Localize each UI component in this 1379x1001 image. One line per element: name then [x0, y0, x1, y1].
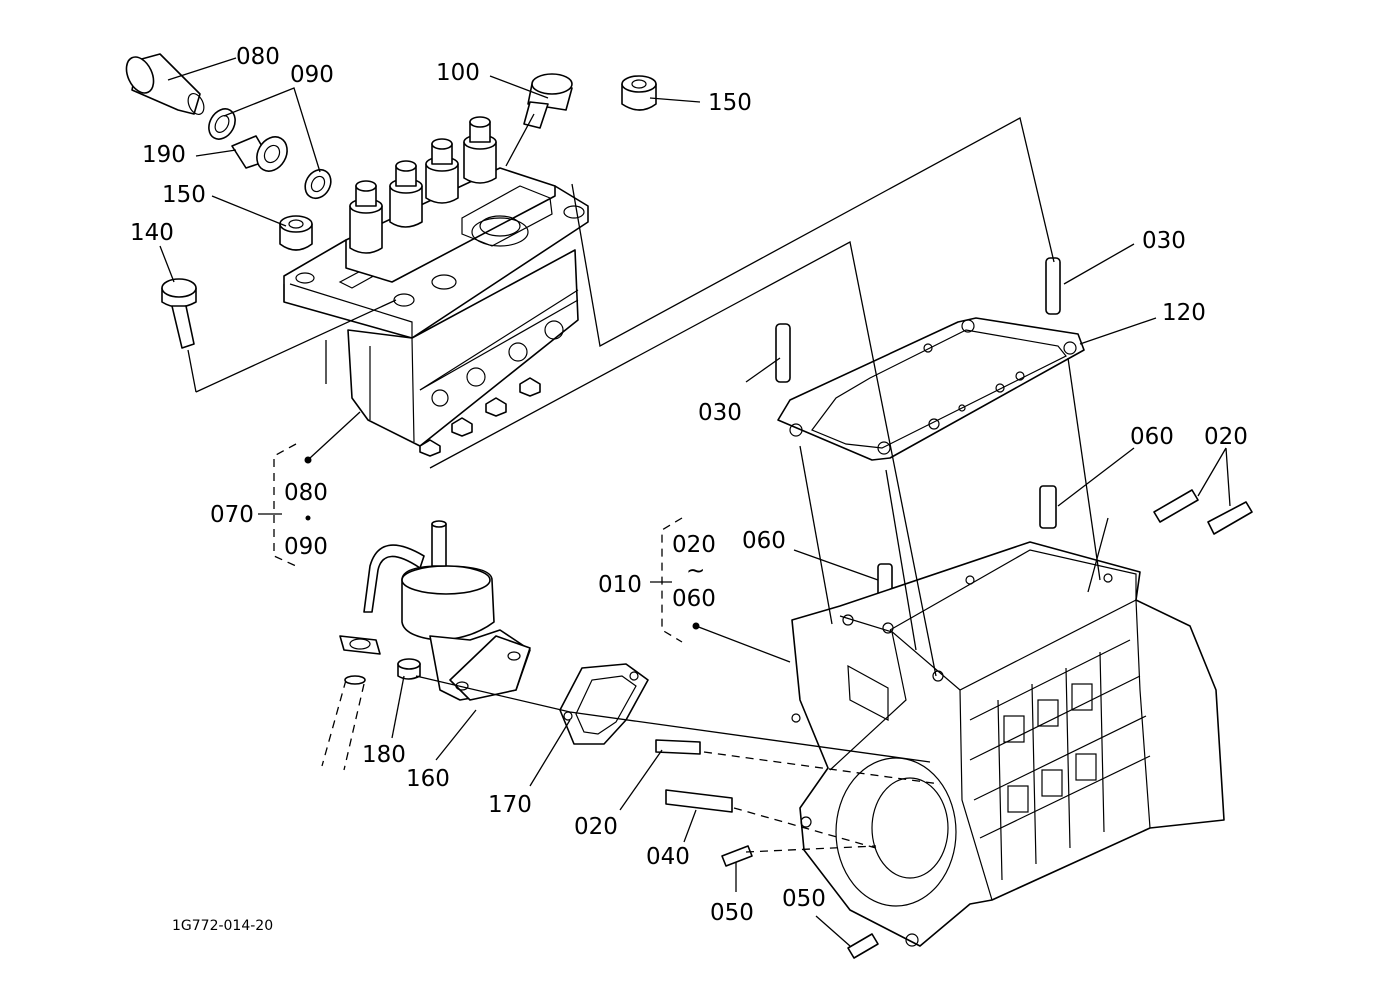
hose-clamp-part — [339, 635, 381, 655]
stud-part-040 — [665, 789, 733, 813]
callout-070-sub-080: 080 — [284, 480, 328, 506]
dowel-pin-part-050-a — [721, 845, 753, 867]
washer-part — [304, 168, 332, 200]
cap-nut-part-top — [621, 75, 657, 111]
stud-part-030-left — [775, 323, 791, 383]
callout-080-top: 080 — [236, 44, 280, 70]
cap-nut-part-left — [279, 215, 313, 251]
callout-100: 100 — [436, 60, 480, 86]
bleeder-screw-part — [523, 73, 573, 129]
callout-050-b: 050 — [782, 886, 826, 912]
feed-pump-bolt-part — [397, 658, 421, 680]
pump-gasket-part — [777, 317, 1085, 461]
callout-010-sub-060: 060 — [672, 586, 716, 612]
callout-010: 010 — [598, 572, 642, 598]
callout-010-sub-020: 020 — [672, 532, 716, 558]
gear-case-housing — [791, 541, 1225, 947]
callout-120: 120 — [1162, 300, 1206, 326]
callout-070-sub-090: 090 — [284, 534, 328, 560]
callout-150-left: 150 — [162, 182, 206, 208]
callout-010-sub-tilde: ~ — [686, 558, 705, 584]
callout-180: 180 — [362, 742, 406, 768]
banjo-bolt-part — [125, 53, 205, 115]
leader-lines — [159, 57, 1231, 947]
washer-part — [208, 108, 236, 140]
callout-160: 160 — [406, 766, 450, 792]
callout-090-top: 090 — [290, 62, 334, 88]
callout-050-a: 050 — [710, 900, 754, 926]
stud-part-020-right-a — [1153, 489, 1199, 523]
fuel-feed-pump — [363, 520, 531, 701]
callout-030-left: 030 — [698, 400, 742, 426]
callout-060-mid: 060 — [742, 528, 786, 554]
stud-part-020-right-b — [1207, 501, 1253, 535]
banjo-fitting-part — [231, 135, 288, 172]
stud-part-020-low — [655, 739, 701, 755]
callout-020-right: 020 — [1204, 424, 1248, 450]
callout-070: 070 — [210, 502, 254, 528]
callout-030-right: 030 — [1142, 228, 1186, 254]
stud-part-030-right — [1045, 257, 1061, 315]
dowel-pin-part-050-b — [847, 933, 879, 959]
callout-150-top: 150 — [708, 90, 752, 116]
callout-190: 190 — [142, 142, 186, 168]
callout-060-right: 060 — [1130, 424, 1174, 450]
callout-020-low: 020 — [574, 814, 618, 840]
flange-bolt-part — [161, 278, 197, 349]
drawing-code: 1G772-014-20 — [172, 918, 273, 934]
callout-170: 170 — [488, 792, 532, 818]
injection-pump — [283, 116, 589, 457]
feed-pump-gasket-part — [559, 663, 649, 745]
callout-140: 140 — [130, 220, 174, 246]
fuel-hose-part — [321, 675, 366, 771]
dowel-pin-part-060-right — [1039, 485, 1057, 529]
callout-040: 040 — [646, 844, 690, 870]
